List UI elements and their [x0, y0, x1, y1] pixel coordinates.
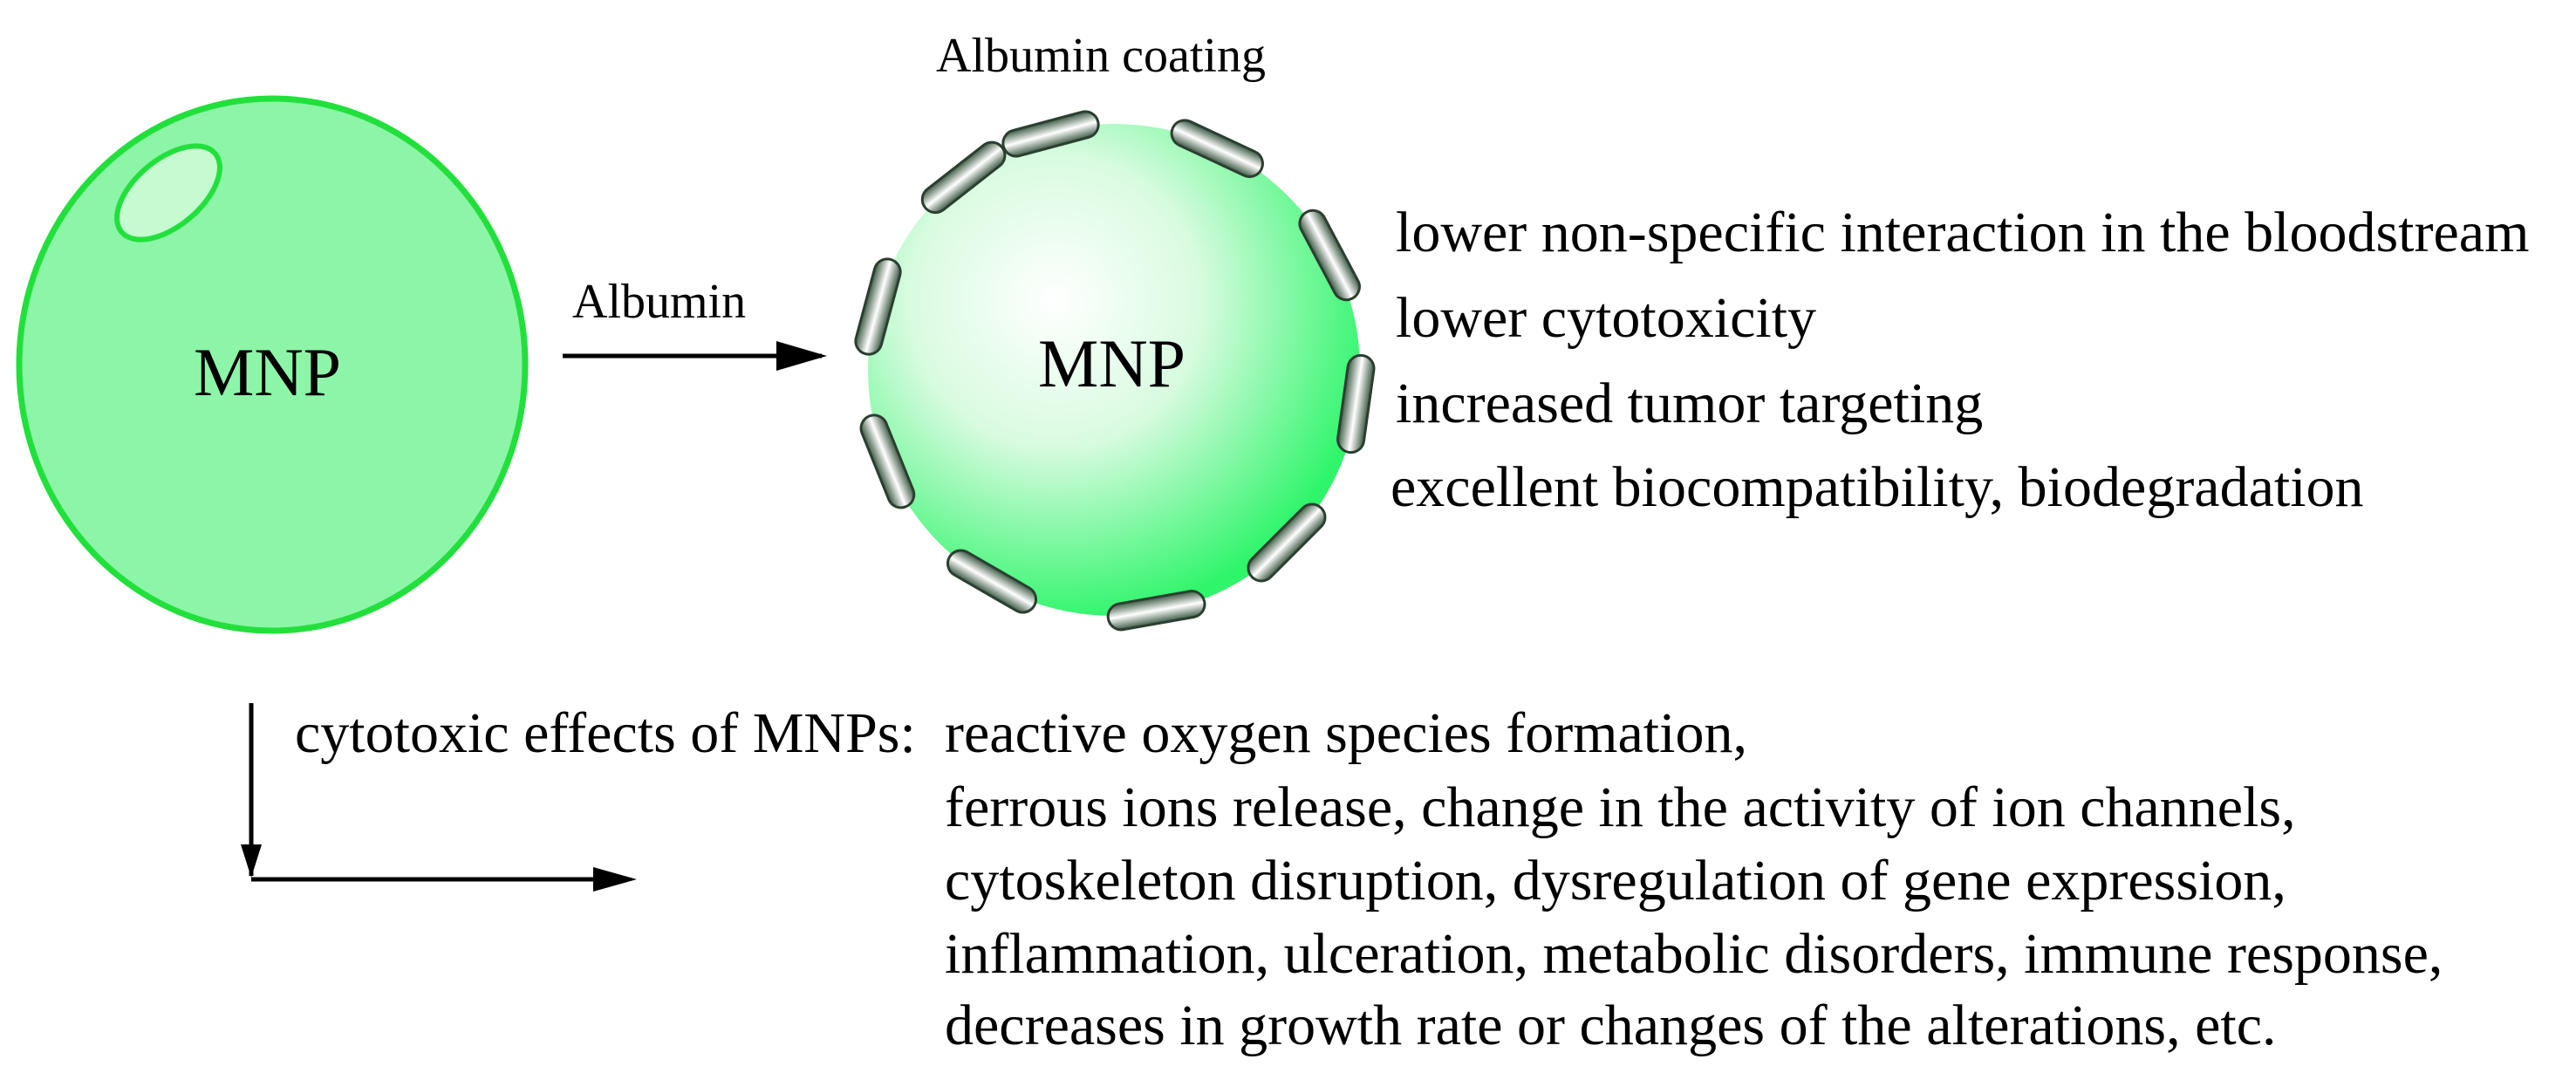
coated-mnp-label: MNP [1038, 325, 1186, 401]
plain-mnp-sphere [16, 95, 529, 634]
cytotoxic-effect-line: inflammation, ulceration, metabolic diso… [945, 922, 2443, 986]
albumin-segment [1170, 119, 1264, 179]
albumin-segment [1001, 110, 1100, 158]
down-arrow-head [241, 844, 262, 878]
albumin-coating-label: Albumin coating [936, 29, 1266, 83]
albumin-segment [1336, 353, 1376, 454]
albumin-segment [1298, 208, 1361, 302]
albumin-arrow-label: Albumin [572, 275, 747, 329]
albumin-segment [1106, 590, 1206, 632]
albumin-segment [1247, 502, 1327, 583]
property-item: increased tumor targeting [1396, 372, 1984, 435]
coated-mnp-sphere [854, 110, 1376, 632]
albumin-coating-segments [854, 110, 1376, 632]
cytotoxic-effect-line: reactive oxygen species formation, [945, 701, 1747, 765]
property-item: lower cytotoxicity [1396, 286, 1817, 350]
cytotoxic-effect-line: decreases in growth rate or changes of t… [945, 994, 2277, 1057]
cytotoxic-effect-line: ferrous ions release, change in the acti… [945, 776, 2296, 839]
cytotoxic-heading: cytotoxic effects of MNPs: [295, 701, 916, 765]
highlight-reflection [114, 143, 222, 243]
property-item: lower non-specific interaction in the bl… [1396, 201, 2530, 264]
property-item: excellent biocompatibility, biodegradati… [1390, 455, 2364, 519]
albumin-segment [920, 140, 1007, 215]
plain-mnp-label: MNP [194, 334, 342, 410]
cytotoxic-effect-line: cytoskeleton disruption, dysregulation o… [945, 849, 2286, 912]
albumin-segment [946, 549, 1038, 614]
albumin-segment [854, 257, 902, 356]
albumin-segment [859, 413, 916, 509]
right-arrow-head [593, 867, 637, 892]
albumin-arrow-head [776, 341, 827, 371]
